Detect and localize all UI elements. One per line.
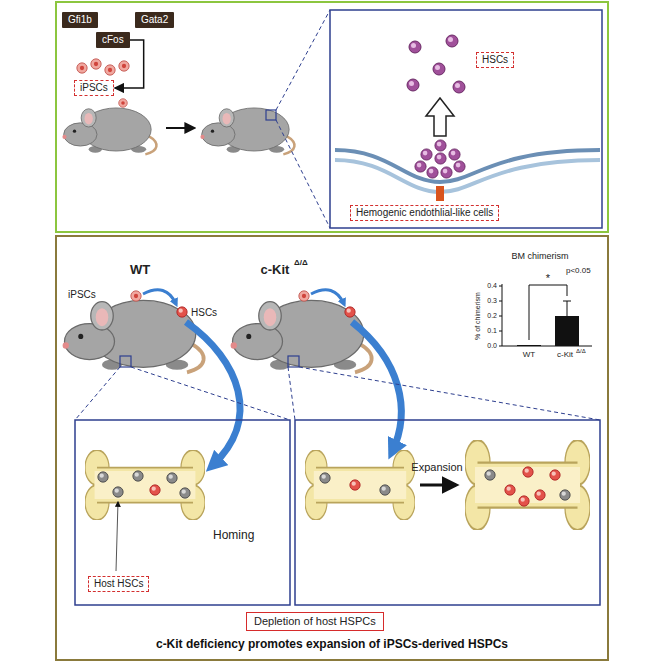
cell-label: iPSCs	[68, 289, 96, 300]
gene-label: Gata2	[135, 12, 174, 28]
axis-tick: 0.2	[487, 312, 497, 320]
node-text: cFos	[102, 34, 124, 46]
axis-tick: 0.3	[487, 297, 497, 305]
cell-label: iPSCs	[74, 80, 114, 96]
caption: c-Kit deficiency promotes expansion of i…	[0, 637, 664, 651]
process-label: Homing	[213, 529, 254, 542]
cell-label: HSCs	[476, 52, 514, 68]
node-text: Gata2	[141, 14, 168, 26]
process-label: Expansion	[411, 461, 462, 473]
chart-title: BM chimerism	[511, 252, 568, 262]
cell-label: Host HSCs	[88, 576, 149, 592]
axis-tick: 0.1	[487, 327, 497, 335]
cell-label: HSCs	[191, 307, 217, 318]
gene-label: Gfi1b	[62, 12, 98, 28]
axis-title: % of chimerism	[474, 292, 482, 340]
node-text: HSCs	[482, 54, 508, 66]
node-text: iPSCs	[80, 82, 108, 94]
significance-mark: *	[546, 272, 550, 284]
superscript: Δ/Δ	[294, 259, 308, 268]
node-text: Hemogenic endothlial-like cells	[356, 207, 493, 219]
axis-category: c-Kit	[557, 351, 573, 360]
node-text: Host HSCs	[94, 578, 143, 590]
group-label: WT	[130, 263, 150, 277]
result-box: Depletion of host HSPCs	[246, 612, 384, 631]
axis-category: WT	[523, 351, 535, 360]
gene-label: cFos	[96, 32, 130, 48]
group-label: c-Kit	[261, 263, 290, 277]
cell-label: Hemogenic endothlial-like cells	[350, 205, 499, 221]
node-text: Gfi1b	[68, 14, 92, 26]
p-value: p<0.05	[566, 267, 591, 276]
axis-tick: 0.4	[487, 282, 497, 290]
node-text: Depletion of host HSPCs	[254, 615, 376, 628]
axis-tick: 0.0	[487, 342, 497, 350]
superscript: Δ/Δ	[576, 348, 586, 355]
